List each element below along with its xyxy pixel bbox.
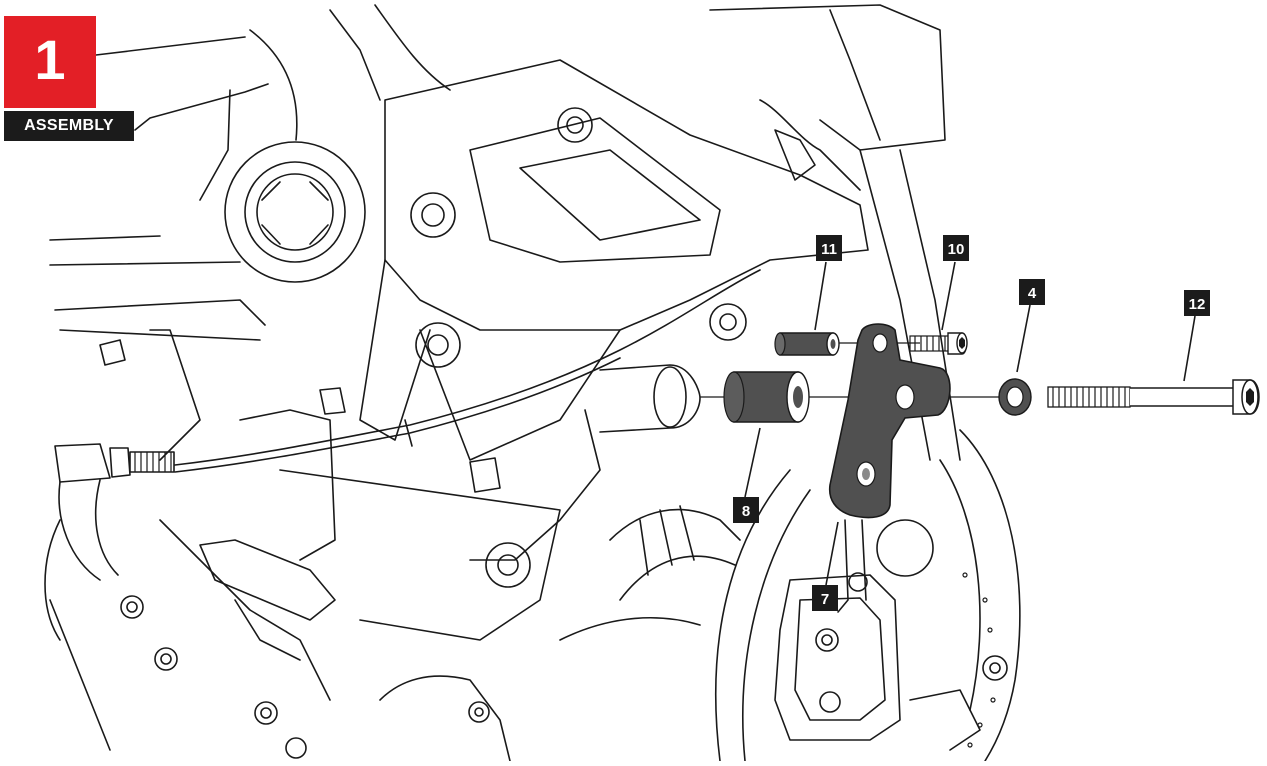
svg-text:12: 12 — [1189, 296, 1206, 313]
motorcycle-frame-lineart — [44, 4, 1021, 762]
spacer-part-8 — [723, 371, 810, 423]
callout-8: 8 — [733, 497, 759, 523]
step-number: 1 — [34, 28, 66, 91]
svg-text:10: 10 — [948, 241, 965, 258]
spacer-part-11 — [774, 332, 840, 356]
bolt-part-12 — [1047, 379, 1260, 415]
bracket-part-7 — [828, 323, 951, 519]
svg-text:4: 4 — [1028, 285, 1037, 302]
step-number-badge: 1 — [4, 16, 96, 108]
callout-11: 11 — [816, 235, 842, 261]
step-label: ASSEMBLY — [4, 111, 134, 141]
washer-part-4 — [998, 378, 1032, 416]
callout-badges: 11 10 4 12 8 7 — [733, 235, 1210, 611]
callout-4: 4 — [1019, 279, 1045, 305]
svg-text:7: 7 — [821, 591, 829, 608]
svg-text:11: 11 — [821, 241, 837, 258]
callout-10: 10 — [943, 235, 969, 261]
callout-leaders — [744, 261, 1196, 586]
svg-text:8: 8 — [742, 503, 750, 520]
callout-7: 7 — [812, 585, 838, 611]
callout-12: 12 — [1184, 290, 1210, 316]
bolt-part-10 — [909, 332, 968, 355]
